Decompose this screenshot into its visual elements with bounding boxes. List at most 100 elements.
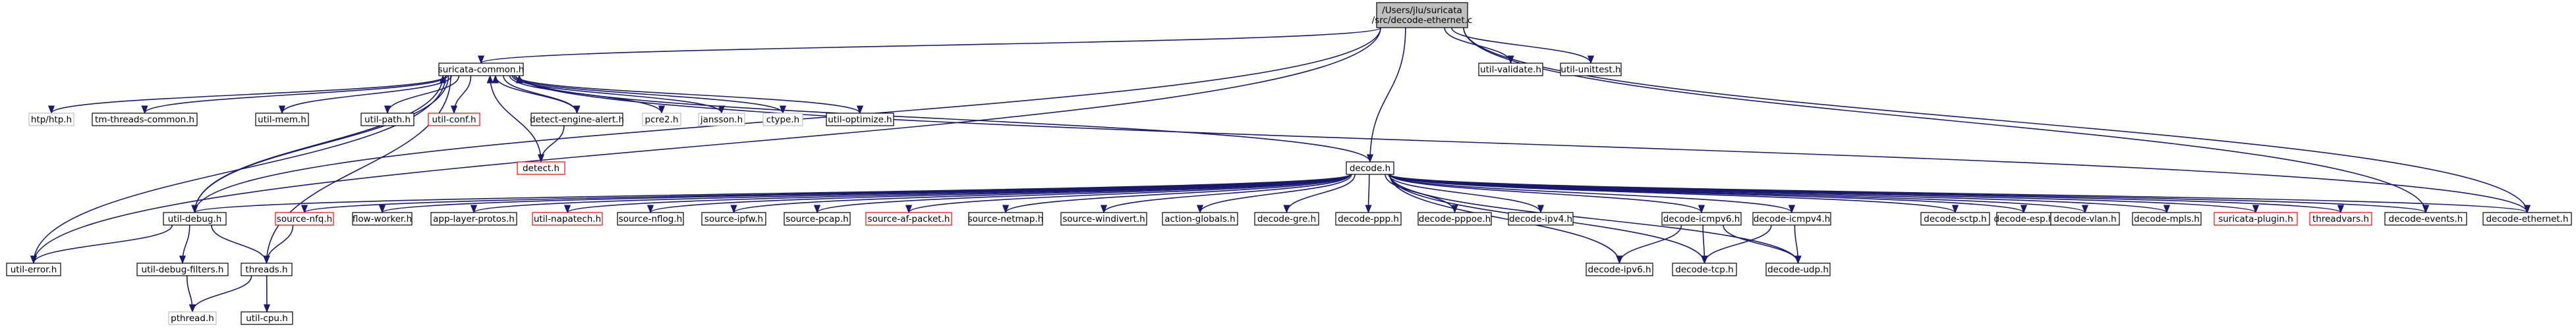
- node-util-debug-filters[interactable]: util-debug-filters.h: [136, 263, 229, 276]
- node-util-napatech[interactable]: util-napatech.h: [532, 212, 603, 226]
- edge-root-to-suricata-common: [478, 27, 1381, 64]
- node-decode-mpls[interactable]: decode-mpls.h: [2132, 212, 2202, 226]
- edge-decode-icmpv6-to-decode-tcp: [1701, 224, 1708, 265]
- edge-decode-ethernet-to-suricata-common: [516, 74, 2528, 213]
- edge-decode-to-suricata-plugin: [1389, 174, 2259, 214]
- node-util-cpu[interactable]: util-cpu.h: [241, 311, 293, 325]
- node-util-conf[interactable]: util-conf.h: [428, 113, 480, 126]
- node-label: util-error.h: [11, 265, 57, 275]
- node-box: [1765, 263, 1831, 276]
- node-label: decode-ipv6.h: [1588, 265, 1651, 275]
- node-label: pcre2.h: [645, 114, 679, 125]
- edge-decode-to-decode-udp: [1389, 174, 1802, 265]
- node-box: [517, 161, 565, 175]
- node-decode-pppoe[interactable]: decode-pppoe.h: [1417, 212, 1492, 226]
- node-source-nflog[interactable]: source-nflog.h: [617, 212, 684, 226]
- node-util-path[interactable]: util-path.h: [360, 113, 415, 126]
- node-source-ipfw[interactable]: source-ipfw.h: [701, 212, 766, 226]
- node-htp[interactable]: htp/htp.h: [28, 113, 74, 126]
- node-pthread[interactable]: pthread.h: [168, 311, 217, 325]
- node-tm-threads-common[interactable]: tm-threads-common.h: [92, 113, 198, 126]
- edge-suricata-common-to-tm-threads-common: [141, 75, 448, 114]
- node-box: [530, 113, 623, 126]
- node-util-unittest[interactable]: util-unittest.h: [1560, 63, 1622, 76]
- node-source-netmap[interactable]: source-netmap.h: [968, 212, 1044, 226]
- node-source-pcap[interactable]: source-pcap.h: [784, 212, 851, 226]
- node-decode[interactable]: decode.h: [1346, 161, 1394, 175]
- node-box: [2132, 212, 2202, 226]
- edge-suricata-common-to-util-optimize: [515, 75, 863, 114]
- node-util-debug[interactable]: util-debug.h: [163, 212, 227, 226]
- node-label: util-optimize.h: [828, 114, 892, 125]
- node-pcre2[interactable]: pcre2.h: [642, 113, 681, 126]
- node-decode-sctp[interactable]: decode-sctp.h: [1920, 212, 1990, 226]
- node-box: [1560, 63, 1622, 76]
- node-threadvars[interactable]: threadvars.h: [2309, 212, 2372, 226]
- node-decode-ipv4[interactable]: decode-ipv4.h: [1508, 212, 1574, 226]
- node-suricata-plugin[interactable]: suricata-plugin.h: [2214, 212, 2298, 226]
- node-label: /Users/jlu/suricata: [1382, 5, 1462, 16]
- node-decode-tcp[interactable]: decode-tcp.h: [1672, 263, 1737, 276]
- edge-decode-to-action-globals: [1196, 174, 1352, 214]
- node-source-af-packet[interactable]: source-af-packet.h: [865, 212, 952, 226]
- node-box: [6, 263, 61, 276]
- node-decode-ethernet[interactable]: decode-ethernet.h: [2482, 212, 2572, 226]
- node-label: /src/decode-ethernet.c: [1372, 15, 1473, 26]
- node-box: [1661, 212, 1742, 226]
- node-decode-udp[interactable]: decode-udp.h: [1765, 263, 1831, 276]
- edge-util-debug-to-util-error: [30, 224, 173, 265]
- node-label: source-nfq.h: [277, 214, 332, 224]
- node-app-layer-protos[interactable]: app-layer-protos.h: [430, 212, 517, 226]
- node-label: decode-pppoe.h: [1419, 214, 1491, 224]
- edge-detect-engine-alert-to-detect: [537, 125, 565, 163]
- node-decode-ppp[interactable]: decode-ppp.h: [1335, 212, 1402, 226]
- node-decode-icmpv6[interactable]: decode-icmpv6.h: [1661, 212, 1742, 226]
- node-decode-ipv6[interactable]: decode-ipv6.h: [1586, 263, 1653, 276]
- node-label: util-unittest.h: [1560, 64, 1620, 75]
- node-source-windivert[interactable]: source-windivert.h: [1060, 212, 1147, 226]
- edge-decode-to-decode-ipv6: [1389, 174, 1623, 265]
- node-action-globals[interactable]: action-globals.h: [1162, 212, 1238, 226]
- node-detect[interactable]: detect.h: [517, 161, 565, 175]
- node-box: [1376, 2, 1468, 28]
- node-box: [2214, 212, 2298, 226]
- node-util-optimize[interactable]: util-optimize.h: [826, 113, 894, 126]
- node-label: decode-esp.h: [1993, 214, 2053, 224]
- edge-decode-to-decode-ipv4: [1388, 174, 1545, 214]
- node-ctype[interactable]: ctype.h: [762, 113, 803, 126]
- node-box: [360, 113, 415, 126]
- node-label: decode-tcp.h: [1675, 265, 1733, 275]
- node-decode-icmpv4[interactable]: decode-icmpv4.h: [1752, 212, 1831, 226]
- node-flow-worker[interactable]: flow-worker.h: [352, 212, 413, 226]
- edge-detect-to-suricata-common: [486, 74, 542, 163]
- edge-suricata-common-to-threads: [263, 75, 451, 265]
- node-suricata-common[interactable]: suricata-common.h: [438, 63, 525, 76]
- node-box: [168, 311, 217, 325]
- node-box: [1920, 212, 1990, 226]
- node-threads[interactable]: threads.h: [241, 263, 293, 276]
- node-util-error[interactable]: util-error.h: [6, 263, 61, 276]
- node-label: decode-gre.h: [1257, 214, 1316, 224]
- node-label: suricata-plugin.h: [2218, 214, 2293, 224]
- node-root[interactable]: /Users/jlu/suricata/src/decode-ethernet.…: [1372, 2, 1473, 28]
- node-decode-gre[interactable]: decode-gre.h: [1254, 212, 1319, 226]
- node-decode-events[interactable]: decode-events.h: [2384, 212, 2467, 226]
- node-label: source-netmap.h: [968, 214, 1044, 224]
- node-decode-vlan[interactable]: decode-vlan.h: [2050, 212, 2120, 226]
- node-source-nfq[interactable]: source-nfq.h: [275, 212, 334, 226]
- node-box: [1060, 212, 1147, 226]
- node-util-validate[interactable]: util-validate.h: [1478, 63, 1543, 76]
- node-box: [701, 212, 766, 226]
- node-box: [255, 113, 309, 126]
- node-detect-engine-alert[interactable]: detect-engine-alert.h: [530, 113, 624, 126]
- node-label: util-mem.h: [258, 114, 306, 125]
- node-util-mem[interactable]: util-mem.h: [255, 113, 309, 126]
- edge-util-debug-to-suricata-common: [194, 74, 447, 213]
- node-decode-esp[interactable]: decode-esp.h: [1993, 212, 2054, 226]
- node-label: decode-icmpv4.h: [1754, 214, 1831, 224]
- node-box: [241, 263, 293, 276]
- node-label: source-pcap.h: [786, 214, 848, 224]
- edge-decode-to-source-ipfw: [730, 174, 1351, 214]
- node-jansson[interactable]: jansson.h: [698, 113, 745, 126]
- node-box: [1254, 212, 1319, 226]
